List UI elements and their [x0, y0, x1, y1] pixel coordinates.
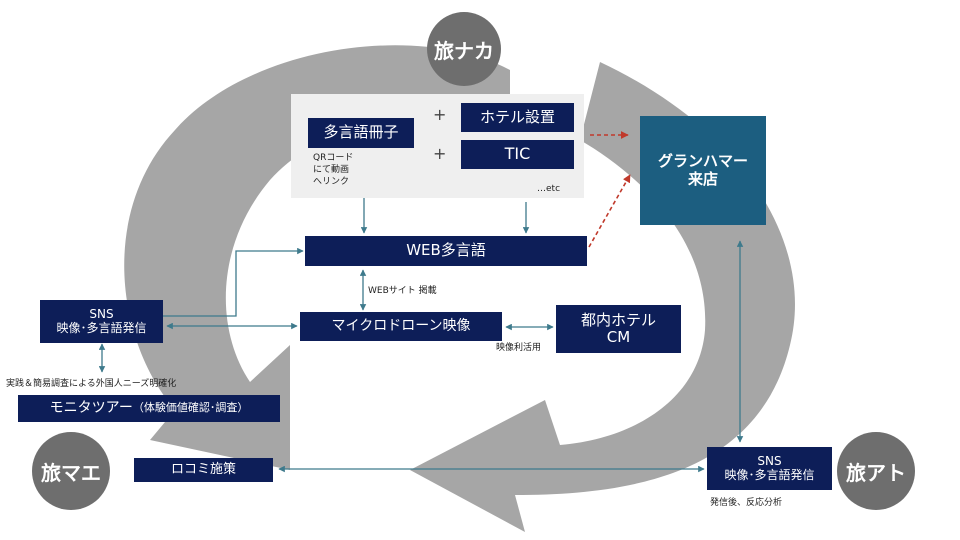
plus-sign-1: + — [433, 105, 447, 124]
monitor-tour-subtitle: （体験価値確認･調査） — [132, 401, 249, 415]
hotel-install-box: ホテル設置 — [461, 103, 574, 132]
phase-after-circle: 旅アト — [837, 432, 915, 510]
after-note-label: 発信後、反応分析 — [710, 498, 783, 508]
monitor-tour-title: モニタツアー — [49, 400, 133, 417]
dashed-arrows — [588, 131, 631, 248]
phase-before-circle: 旅マエ — [32, 432, 110, 510]
hotel-cm-box: 都内ホテル CM — [556, 305, 681, 353]
sns-right-box: SNS 映像･多言語発信 — [707, 447, 832, 490]
granhammer-box: グランハマー 来店 — [640, 116, 766, 225]
tic-box: TIC — [461, 140, 574, 169]
etc-label: …etc — [537, 184, 561, 194]
cycle-arrow-left — [124, 45, 510, 471]
reviews-box: ロコミ施策 — [134, 458, 273, 482]
micro-drone-box: マイクロドローン映像 — [300, 312, 502, 341]
plus-sign-2: + — [433, 144, 447, 163]
connectors — [98, 159, 744, 473]
phase-during-circle: 旅ナカ — [427, 12, 501, 86]
monitor-tour-box: モニタツアー（体験価値確認･調査） — [18, 395, 280, 422]
video-use-label: 映像利活用 — [496, 343, 542, 353]
web-box: WEB多言語 — [305, 236, 587, 266]
survey-label: 実践＆簡易調査による外国人ニーズ明確化 — [6, 379, 177, 389]
qr-label: QRコード にて動画 へリンク — [313, 153, 354, 187]
booklet-box: 多言語冊子 — [308, 118, 414, 148]
sns-left-box: SNS 映像･多言語発信 — [40, 300, 163, 343]
web-site-label: WEBサイト 掲載 — [368, 286, 437, 296]
